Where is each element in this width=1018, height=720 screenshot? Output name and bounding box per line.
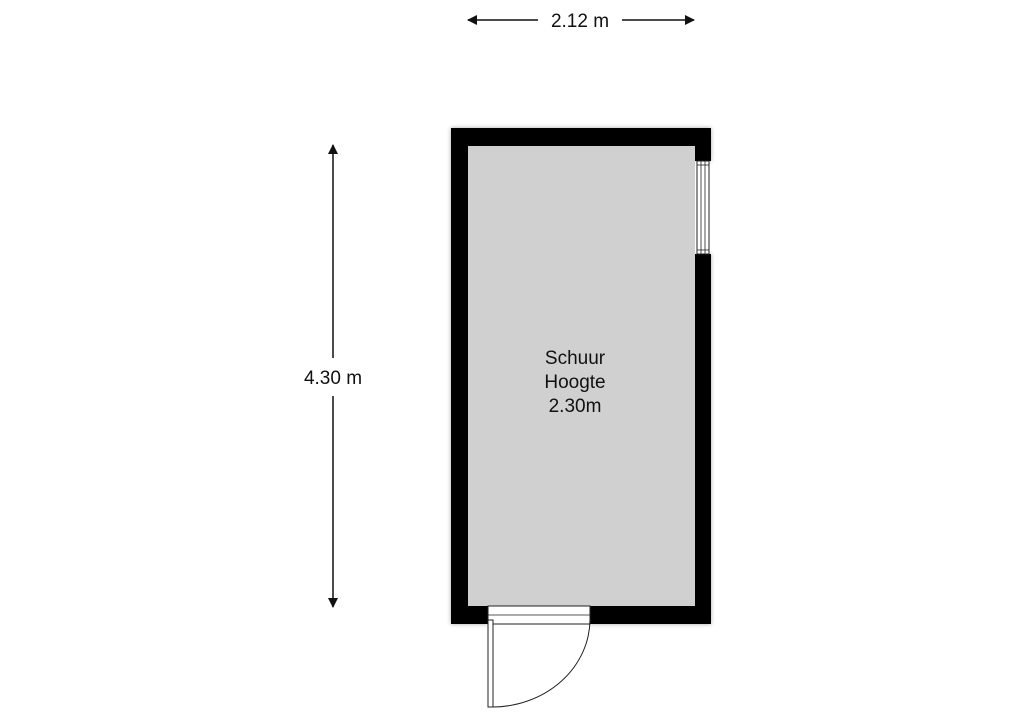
width-dimension: 2.12 m (467, 11, 695, 32)
room-label: Schuur Hoogte 2.30m (544, 348, 605, 417)
room-floor (468, 146, 695, 606)
room-height-value: 2.30m (549, 396, 602, 417)
wall-bottom-left (451, 606, 488, 624)
wall-top (451, 128, 711, 146)
wall-right-upper (695, 128, 711, 161)
window (696, 160, 710, 255)
room-name: Schuur (545, 348, 606, 369)
wall-bottom-right (590, 606, 711, 624)
walls (451, 128, 711, 624)
width-dimension-label: 2.12 m (551, 11, 609, 32)
room-schuur: Schuur Hoogte 2.30m (451, 128, 711, 708)
wall-right-lower (695, 254, 711, 624)
door-leaf (487, 619, 494, 708)
wall-left (451, 128, 468, 624)
window-frame (696, 160, 710, 255)
door (487, 605, 591, 708)
depth-dimension: 4.30 m (304, 144, 362, 608)
door-swing-arc (492, 619, 591, 708)
room-height-label: Hoogte (544, 372, 605, 393)
depth-dimension-label: 4.30 m (304, 368, 362, 389)
